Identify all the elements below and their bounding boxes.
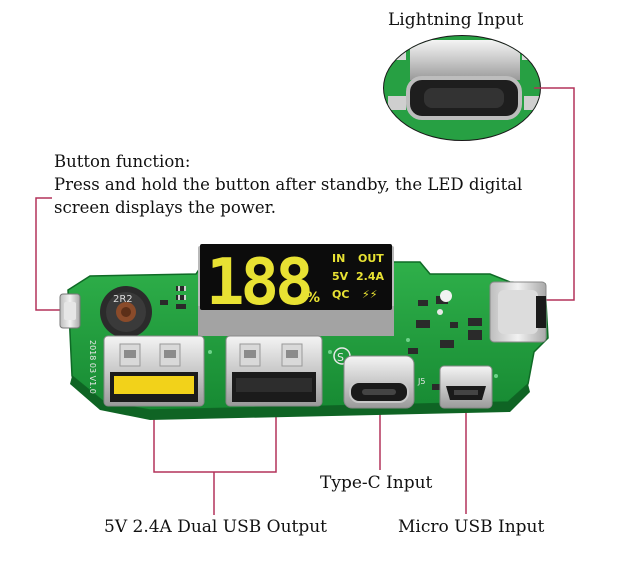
usb-a-port-1	[103, 335, 205, 407]
led-amp-label: 2.4A	[356, 270, 384, 283]
led-percent: %	[306, 290, 320, 306]
type-c-port	[343, 355, 415, 409]
inductor	[100, 286, 152, 338]
usb-a-port-2	[225, 335, 323, 407]
j5-marking: J5	[417, 377, 425, 386]
leader-lines	[35, 87, 575, 515]
type-c-input-label: Type-C Input	[320, 473, 433, 493]
lightning-port	[489, 281, 547, 343]
led-volt-label: 5V	[332, 270, 349, 283]
micro-usb-input-label: Micro USB Input	[398, 517, 545, 537]
push-button	[59, 293, 81, 329]
led-display	[198, 244, 394, 336]
button-function-line2: screen displays the power.	[54, 198, 276, 217]
dual-usb-output-label: 5V 2.4A Dual USB Output	[104, 517, 328, 537]
board-silkscreen: 2018 03 V1.0	[88, 340, 97, 394]
s-mark: S	[337, 351, 344, 364]
lightning-leader	[534, 87, 575, 301]
button-function-line1: Press and hold the button after standby,…	[54, 175, 523, 194]
led-out-label: OUT	[358, 252, 384, 265]
button-function-title: Button function:	[54, 152, 191, 171]
micro-usb-port	[439, 365, 493, 409]
led-digits: 188	[206, 246, 310, 320]
led-in-label: IN	[332, 252, 345, 265]
led-qc-label: QC	[332, 288, 349, 301]
lightning-input-label: Lightning Input	[388, 10, 524, 30]
lightning-inset	[383, 35, 541, 141]
led-bolt-icons: ⚡⚡	[362, 288, 377, 301]
output-leader	[153, 406, 277, 473]
button-function-note: Button function: Press and hold the butt…	[54, 150, 522, 219]
button-leader	[35, 197, 62, 311]
inductor-marking: 2R2	[113, 294, 133, 305]
